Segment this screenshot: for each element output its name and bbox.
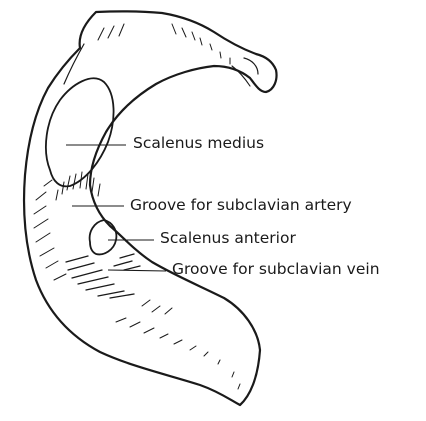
label-scalenus-medius: Scalenus medius [133, 136, 264, 152]
label-scalenus-anterior: Scalenus anterior [160, 231, 296, 247]
inner-edge-line [64, 44, 84, 84]
label-groove-subclavian-artery: Groove for subclavian artery [130, 198, 352, 214]
scalenus-medius-oval [46, 78, 114, 186]
hatch-vein-groove [66, 254, 140, 298]
hatch-left [34, 180, 66, 280]
scalenus-anterior-tubercle [90, 220, 117, 254]
label-groove-subclavian-vein: Groove for subclavian vein [172, 262, 380, 278]
leader-groove-vein [108, 270, 166, 271]
hatch-lower [116, 300, 240, 389]
tip-detail [244, 58, 258, 74]
